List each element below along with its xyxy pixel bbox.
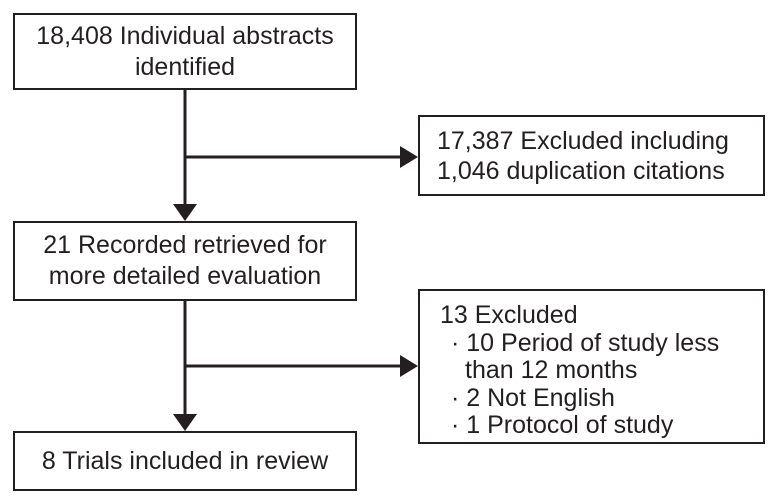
arrowhead-right-excluded-first: [400, 146, 418, 168]
box-bullet-continuation-line: than 12 months: [465, 356, 638, 384]
box-bullet-line: · 10 Period of study less: [451, 328, 720, 357]
box-text-line: 13 Excluded: [440, 301, 578, 329]
box-text-line: 17,387 Excluded including: [437, 126, 729, 155]
box-excluded-abstracts: 17,387 Excluded including 1,046 duplicat…: [418, 115, 765, 196]
box-text-line: 1,046 duplication citations: [437, 156, 725, 185]
box-abstracts-identified: 18,408 Individual abstracts identified: [13, 13, 357, 90]
box-trials-included: 8 Trials included in review: [13, 431, 357, 491]
box-text-line: 21 Recorded retrieved for: [43, 231, 327, 259]
box-bullet-line: · 2 Not English: [451, 383, 615, 412]
box-excluded-trials: 13 Excluded · 10 Period of study less th…: [418, 289, 765, 444]
box-records-retrieved: 21 Recorded retrieved for more detailed …: [13, 221, 357, 301]
box-text-line: 8 Trials included in review: [41, 446, 329, 475]
arrowhead-down-retrieved: [173, 204, 197, 221]
box-text-line: more detailed evaluation: [48, 262, 322, 290]
arrowhead-down-included: [173, 414, 197, 431]
box-bullet-line: · 1 Protocol of study: [451, 411, 674, 439]
box-text-line: 18,408 Individual abstracts: [36, 21, 334, 50]
box-text-line: identified: [134, 52, 236, 81]
arrowhead-right-excluded-second: [400, 355, 418, 377]
